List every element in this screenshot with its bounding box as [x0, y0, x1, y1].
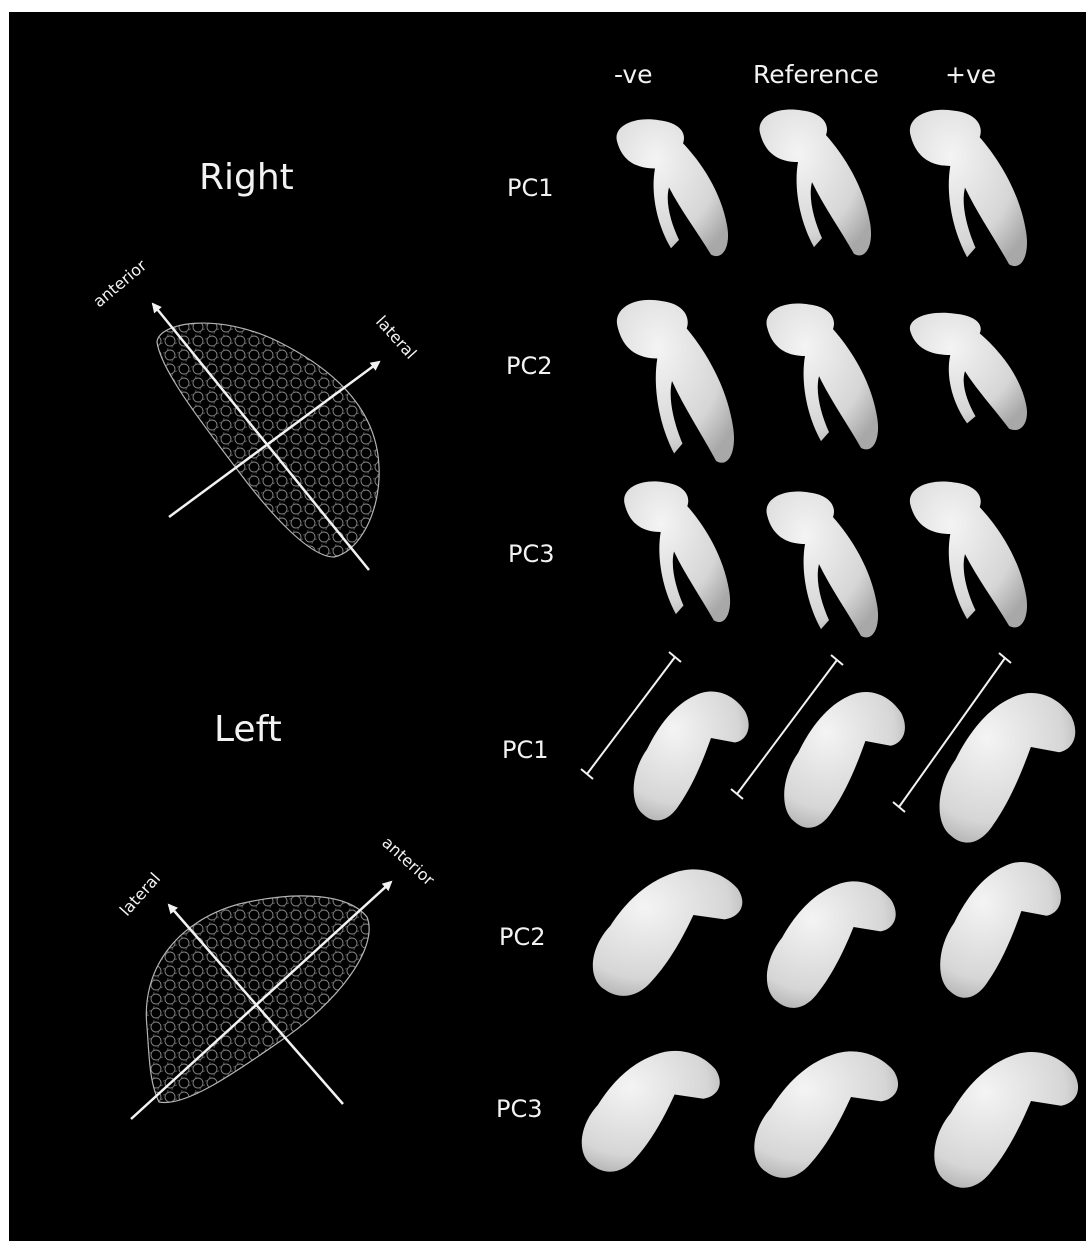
right-pc2-neg-shape — [617, 300, 734, 463]
right-pc3-neg-shape — [624, 481, 730, 622]
left-pc3-neg-shape — [582, 1051, 720, 1172]
left-axis-label-b: anterior — [378, 833, 438, 890]
right-axis-label-a: anterior — [89, 255, 150, 311]
left-pc1-pos-shape — [940, 693, 1076, 843]
figure-panel: -ve Reference +ve Right Left PC1 PC2 PC3… — [9, 12, 1086, 1241]
right-pc3-pos-shape — [910, 481, 1027, 627]
right-pc2-pos-shape — [910, 313, 1027, 430]
left-pc3-pos-shape — [934, 1052, 1078, 1188]
right-axis-label-b: lateral — [372, 312, 420, 363]
left-pc1-ref-shape — [784, 692, 905, 828]
right-shapes — [616, 109, 1027, 637]
left-pc1-neg-shape — [634, 691, 749, 820]
left-pc2-neg-shape — [593, 869, 743, 996]
right-pc2-ref-shape — [766, 303, 878, 449]
left-mesh-shape — [146, 896, 369, 1103]
left-pc2-pos-shape — [940, 862, 1061, 998]
left-pc3-ref-shape — [754, 1051, 898, 1178]
left-pc2-ref-shape — [767, 881, 896, 1008]
figure-graphics: anterior lateral lateral anterior — [9, 12, 1086, 1241]
right-pc1-ref-shape — [759, 109, 871, 255]
right-pc3-ref-shape — [766, 491, 878, 637]
left-shapes — [582, 691, 1078, 1187]
right-pc1-pos-shape — [910, 110, 1027, 266]
right-mesh-shape — [157, 323, 379, 557]
right-pc1-neg-shape — [616, 119, 728, 256]
left-axis-label-a: lateral — [116, 869, 164, 920]
